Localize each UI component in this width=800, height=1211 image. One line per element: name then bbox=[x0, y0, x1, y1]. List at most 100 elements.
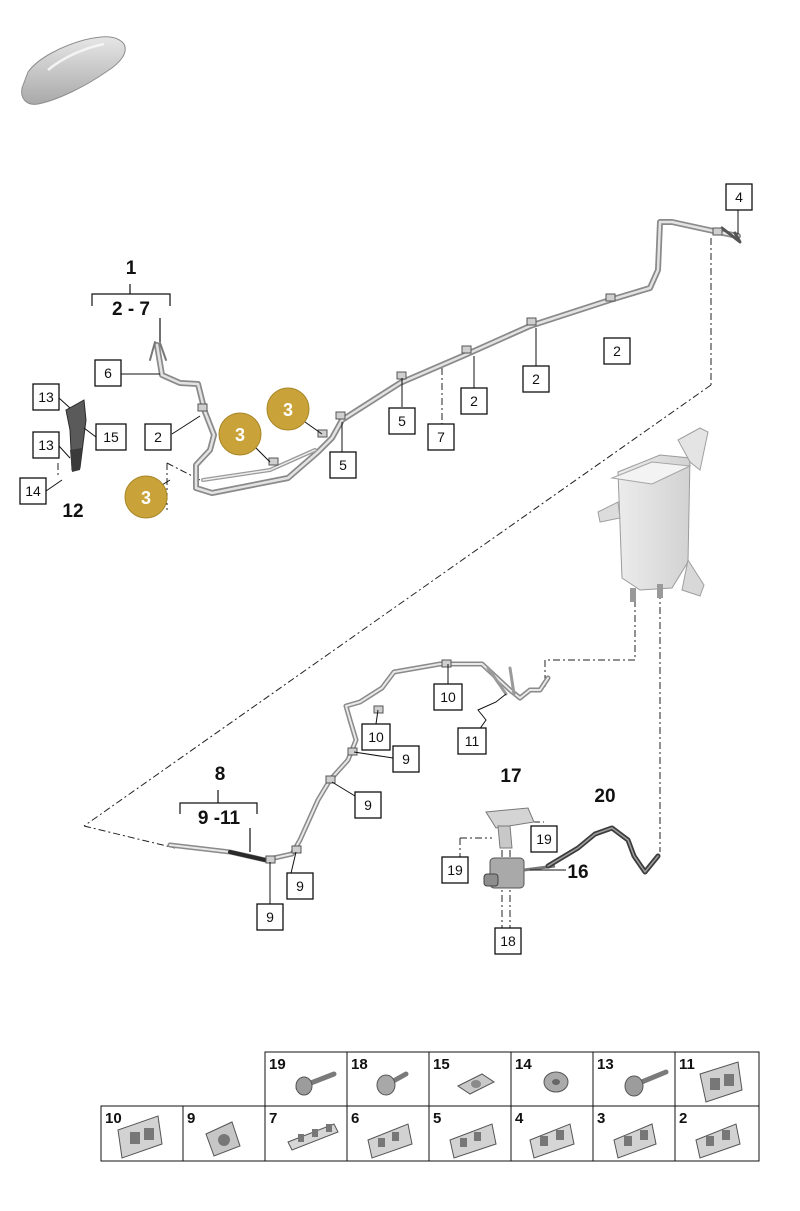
bolt-icon bbox=[624, 1069, 669, 1097]
svg-text:2: 2 bbox=[613, 343, 621, 359]
brake-fluid-reservoir-icon bbox=[597, 427, 709, 602]
parts-legend-table bbox=[100, 1051, 760, 1162]
part-label-16: 16 bbox=[567, 862, 588, 883]
svg-text:18: 18 bbox=[500, 933, 516, 949]
bolt-icon bbox=[295, 1071, 337, 1096]
svg-text:2: 2 bbox=[154, 429, 162, 445]
bracket-12-icon bbox=[65, 399, 87, 472]
callout-19: 19 bbox=[441, 856, 469, 884]
callout-11: 11 bbox=[457, 727, 487, 755]
legend-cell: 19 bbox=[269, 1056, 337, 1096]
callout-9: 9 bbox=[392, 745, 420, 773]
svg-text:3: 3 bbox=[597, 1110, 605, 1127]
svg-text:3: 3 bbox=[283, 400, 293, 420]
callout-18: 18 bbox=[494, 927, 522, 955]
svg-text:18: 18 bbox=[351, 1056, 368, 1073]
legend-cell: 18 bbox=[351, 1056, 409, 1096]
callout-2: 2 bbox=[144, 423, 172, 451]
svg-text:4: 4 bbox=[515, 1110, 524, 1127]
svg-text:2: 2 bbox=[470, 393, 478, 409]
legend-cell: 13 bbox=[597, 1056, 669, 1097]
svg-text:11: 11 bbox=[465, 733, 480, 749]
screw-icon bbox=[376, 1071, 409, 1096]
svg-text:9: 9 bbox=[402, 751, 410, 767]
vehicle-thumbnail-icon bbox=[21, 36, 126, 105]
legend-cell: 3 bbox=[597, 1110, 657, 1159]
pipe-clip-icon bbox=[287, 1123, 339, 1151]
svg-text:3: 3 bbox=[235, 425, 245, 445]
group-1-range: 2 - 7 bbox=[112, 299, 150, 320]
legend-cell: 11 bbox=[679, 1056, 743, 1103]
hose-20-icon bbox=[545, 825, 661, 875]
legend-cell: 10 bbox=[105, 1110, 163, 1159]
pipe-clip-icon bbox=[613, 1123, 657, 1159]
legend-cell: 7 bbox=[269, 1110, 339, 1151]
svg-text:7: 7 bbox=[437, 429, 445, 445]
legend-cell: 9 bbox=[187, 1110, 241, 1157]
legend-cell: 2 bbox=[679, 1110, 741, 1159]
highlight-badge-3: 3 bbox=[124, 475, 168, 519]
clip-nut-icon bbox=[457, 1073, 495, 1095]
callout-5: 5 bbox=[388, 407, 416, 435]
svg-text:9: 9 bbox=[266, 909, 274, 925]
pipe-clip-icon bbox=[695, 1123, 741, 1159]
svg-text:19: 19 bbox=[447, 862, 463, 878]
part-label-20: 20 bbox=[594, 786, 615, 807]
part-label-17: 17 bbox=[500, 766, 521, 787]
legend-cell: 14 bbox=[515, 1056, 569, 1093]
svg-text:15: 15 bbox=[103, 429, 119, 445]
svg-text:5: 5 bbox=[433, 1110, 441, 1127]
callout-10: 10 bbox=[433, 683, 463, 711]
pipe-clips-lower bbox=[265, 659, 452, 864]
svg-text:5: 5 bbox=[339, 457, 347, 473]
highlight-badge-3: 3 bbox=[218, 412, 262, 456]
svg-text:10: 10 bbox=[440, 689, 456, 705]
callout-2: 2 bbox=[460, 387, 488, 415]
svg-text:2: 2 bbox=[532, 371, 540, 387]
callout-9: 9 bbox=[354, 791, 382, 819]
callout-9: 9 bbox=[256, 903, 284, 931]
callout-13: 13 bbox=[32, 383, 60, 411]
svg-text:10: 10 bbox=[368, 729, 384, 745]
part-label-12: 12 bbox=[62, 501, 83, 522]
callout-10: 10 bbox=[361, 723, 391, 751]
svg-text:4: 4 bbox=[735, 189, 743, 205]
svg-text:6: 6 bbox=[351, 1110, 359, 1127]
pipe-clips-upper bbox=[197, 227, 723, 466]
svg-text:13: 13 bbox=[38, 389, 54, 405]
callout-13: 13 bbox=[32, 431, 60, 459]
pipe-clip-icon bbox=[117, 1115, 163, 1159]
group-8-range: 9 -11 bbox=[198, 808, 241, 829]
callout-15: 15 bbox=[95, 423, 127, 451]
callout-14: 14 bbox=[19, 477, 47, 505]
brake-line-lower bbox=[167, 661, 551, 863]
callout-2: 2 bbox=[522, 365, 550, 393]
svg-text:13: 13 bbox=[597, 1056, 614, 1073]
callout-4: 4 bbox=[725, 183, 753, 211]
legend-cell: 5 bbox=[433, 1110, 497, 1159]
svg-text:5: 5 bbox=[398, 413, 406, 429]
pipe-clip-icon bbox=[529, 1123, 575, 1159]
svg-text:9: 9 bbox=[296, 878, 304, 894]
callout-2: 2 bbox=[603, 337, 631, 365]
svg-text:13: 13 bbox=[38, 437, 54, 453]
svg-text:9: 9 bbox=[364, 797, 372, 813]
callout-19: 19 bbox=[530, 825, 558, 853]
rivet-icon bbox=[543, 1071, 569, 1093]
highlight-badge-3: 3 bbox=[266, 387, 310, 431]
svg-text:14: 14 bbox=[515, 1056, 532, 1073]
pipe-clip-icon bbox=[367, 1123, 413, 1159]
group-1-number: 1 bbox=[126, 258, 137, 279]
legend-cell: 4 bbox=[515, 1110, 575, 1159]
svg-text:19: 19 bbox=[536, 831, 552, 847]
callout-7: 7 bbox=[427, 423, 455, 451]
svg-text:11: 11 bbox=[679, 1056, 695, 1073]
callout-6: 6 bbox=[94, 359, 122, 387]
callout-9: 9 bbox=[286, 872, 314, 900]
pipe-clip-icon bbox=[699, 1061, 743, 1103]
valve-bracket-17-icon bbox=[485, 807, 535, 849]
svg-text:10: 10 bbox=[105, 1110, 122, 1127]
group-8-number: 8 bbox=[215, 764, 226, 785]
svg-text:6: 6 bbox=[104, 365, 112, 381]
svg-text:7: 7 bbox=[269, 1110, 277, 1127]
